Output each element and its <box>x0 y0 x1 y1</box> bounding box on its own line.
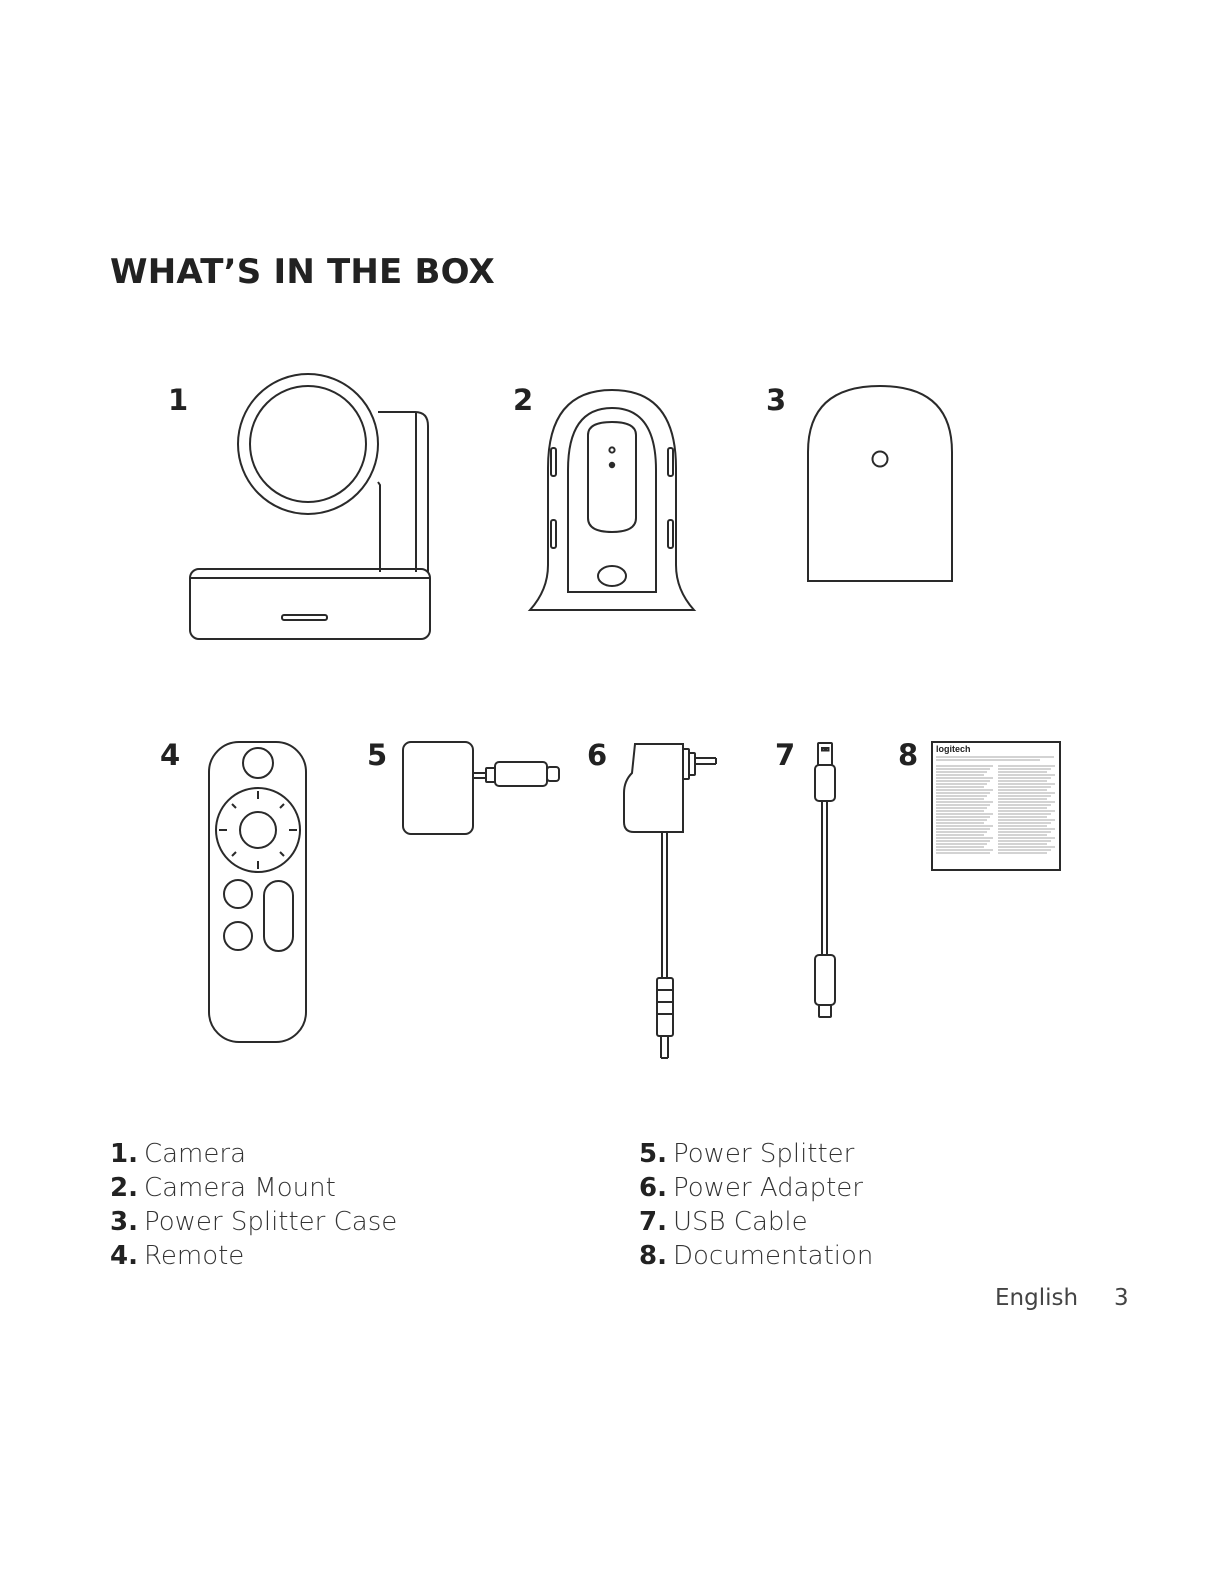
list-item: 1.Camera <box>110 1137 397 1171</box>
item-list-right: 5.Power Splitter 6.Power Adapter 7.USB C… <box>639 1137 873 1273</box>
item-list-left: 1.Camera 2.Camera Mount 3.Power Splitter… <box>110 1137 397 1273</box>
item-number-4: 4 <box>160 741 180 770</box>
item-number-7: 7 <box>775 741 795 770</box>
documentation-logo-icon: logitech <box>936 744 971 754</box>
power-splitter-case-icon <box>804 382 956 586</box>
list-item: 3.Power Splitter Case <box>110 1205 397 1239</box>
remote-icon <box>206 738 310 1046</box>
camera-icon <box>185 372 435 644</box>
list-item: 5.Power Splitter <box>639 1137 873 1171</box>
list-item: 7.USB Cable <box>639 1205 873 1239</box>
item-number-6: 6 <box>587 741 607 770</box>
power-splitter-icon <box>400 738 564 838</box>
list-item: 6.Power Adapter <box>639 1171 873 1205</box>
item-number-5: 5 <box>367 741 387 770</box>
list-item: 8.Documentation <box>639 1239 873 1273</box>
usb-cable-icon <box>810 738 840 1022</box>
documentation-icon: logitech <box>928 738 1064 874</box>
page-title: WHAT’S IN THE BOX <box>110 252 495 292</box>
power-adapter-icon <box>620 738 720 1062</box>
page-number: 3 <box>1114 1285 1129 1311</box>
list-item: 2.Camera Mount <box>110 1171 397 1205</box>
list-item: 4.Remote <box>110 1239 397 1273</box>
camera-mount-icon <box>526 384 698 614</box>
footer-language: English <box>995 1285 1078 1311</box>
item-number-3: 3 <box>766 386 786 415</box>
item-number-8: 8 <box>898 741 918 770</box>
